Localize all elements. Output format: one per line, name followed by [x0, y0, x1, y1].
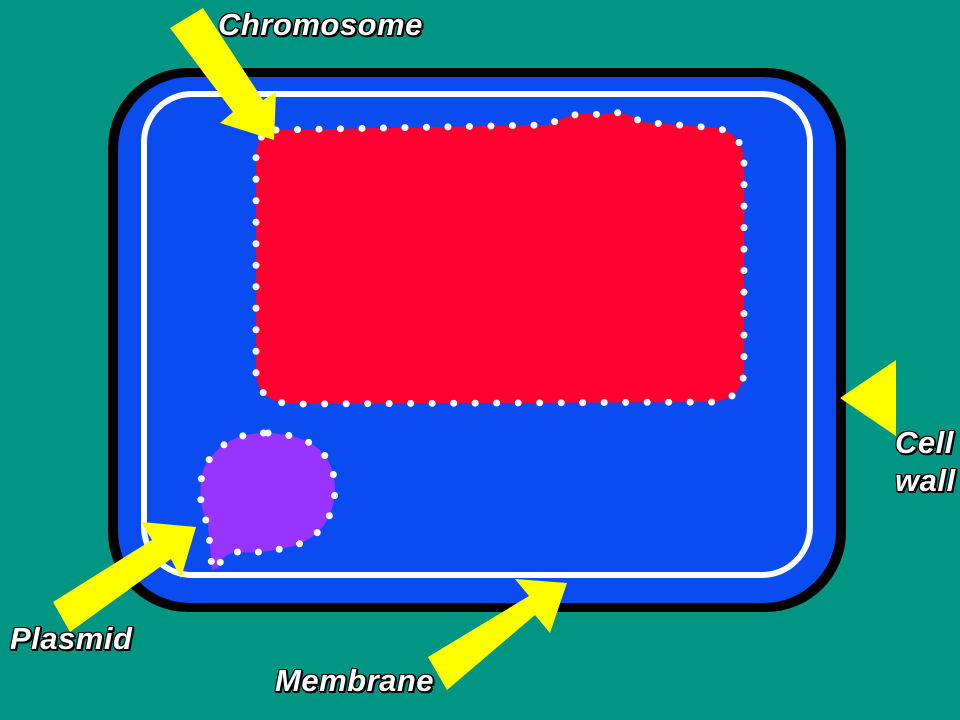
plasmid-arrow [53, 522, 196, 632]
cell-wall-label-line1: Cell [895, 425, 954, 460]
cell-wall-label-line2: wall [895, 463, 956, 498]
chromosome-label: Chromosome [218, 7, 423, 42]
chromosome-region [252, 109, 748, 408]
plasmid-label: Plasmid [10, 621, 133, 656]
cell-membrane [141, 91, 813, 578]
membrane-label: Membrane [275, 663, 435, 698]
cell-wall-label: Cell wall [895, 424, 956, 500]
membrane-arrow [428, 579, 567, 690]
chromosome-arrow [170, 8, 276, 140]
cell-wall-arrow [840, 360, 896, 436]
plasmid-region [196, 429, 339, 575]
